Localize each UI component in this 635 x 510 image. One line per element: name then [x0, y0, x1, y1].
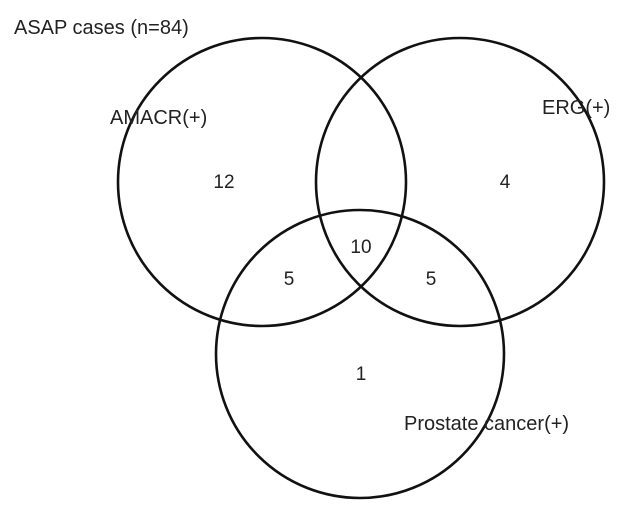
region-amacr-only: 12	[213, 172, 234, 193]
amacr-circle	[116, 36, 408, 328]
prostate-circle	[214, 208, 506, 500]
region-erg-prostate: 5	[426, 269, 437, 290]
amacr-label: AMACR(+)	[110, 107, 207, 129]
erg-label: ERG(+)	[542, 97, 610, 119]
erg-circle	[314, 36, 606, 328]
region-prostate-only: 1	[356, 364, 367, 385]
prostate-label: Prostate cancer(+)	[404, 413, 569, 435]
diagram-title: ASAP cases (n=84)	[14, 17, 189, 39]
region-amacr-prostate: 5	[284, 269, 295, 290]
region-all-three: 10	[350, 237, 371, 258]
region-erg-only: 4	[500, 172, 511, 193]
